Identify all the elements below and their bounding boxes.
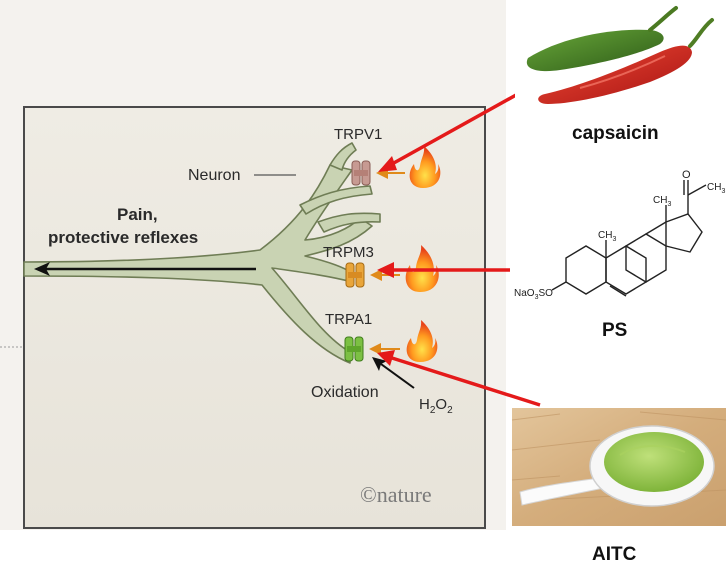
trpv1-label: TRPV1 (334, 126, 382, 143)
ps-ch3-c10: CH3 (598, 230, 616, 243)
pain-label-line1: Pain, (117, 205, 158, 224)
ps-label: PS (602, 320, 627, 341)
trpa1-channel-icon (344, 336, 364, 362)
neuron-label: Neuron (188, 167, 240, 184)
neuron (23, 142, 381, 364)
ps-structure (551, 180, 707, 297)
ps-o-label: O (682, 169, 691, 181)
capsaicin-label: capsaicin (572, 123, 659, 144)
capsaicin-arrow (378, 83, 535, 172)
trpm3-label: TRPM3 (323, 244, 374, 261)
diagram-panel (23, 106, 486, 529)
flame-icon-trpv1 (409, 146, 441, 188)
aitc-label: AITC (592, 544, 637, 565)
pain-label-line2: protective reflexes (48, 228, 198, 247)
ps-arrow (377, 262, 510, 278)
aitc-arrow (377, 350, 541, 407)
nature-credit: ©nature (360, 482, 432, 507)
wasabi-spoon-image (511, 408, 726, 526)
oxidation-arrow (372, 357, 415, 389)
ps-sulfate-label: NaO3SO (514, 288, 553, 301)
trpv1-channel-icon (351, 160, 371, 186)
h2o2-label: H2O2 (419, 396, 453, 416)
ps-ch3-c13: CH3 (653, 195, 671, 208)
flame-icon-trpa1 (406, 320, 438, 362)
oxidation-label: Oxidation (311, 384, 379, 401)
trpm3-channel-icon (345, 262, 365, 288)
chili-peppers-image (515, 0, 726, 108)
trpa1-label: TRPA1 (325, 311, 372, 328)
ps-ch3-acetyl: CH3 (707, 182, 725, 195)
pain-arrow (34, 262, 256, 276)
